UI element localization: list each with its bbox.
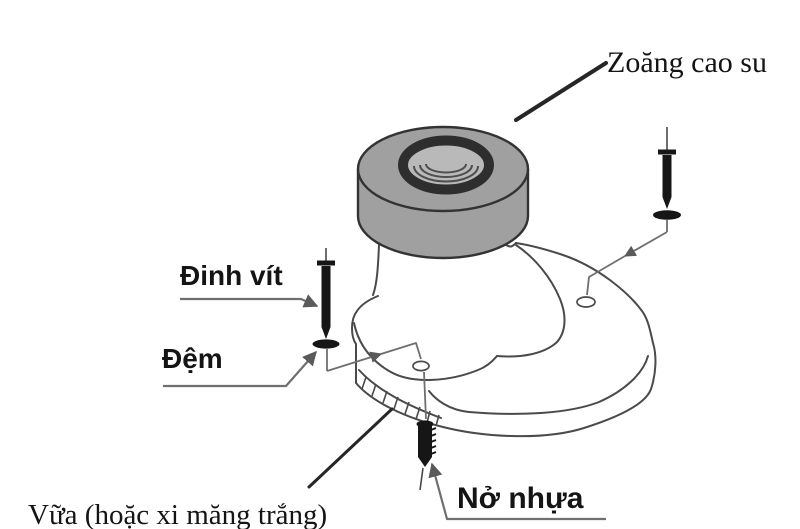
- toilet-base-outline: [351, 242, 657, 438]
- screw-right: [586, 127, 681, 296]
- washer-right: [653, 210, 681, 220]
- outlet-pipe-right-edge: [505, 242, 517, 248]
- plastic-anchor: [416, 371, 437, 491]
- mounting-hole-left: [412, 360, 430, 372]
- base-recess-curve: [496, 244, 566, 358]
- label-washer: Đệm: [162, 343, 223, 374]
- gasket-leader-line: [514, 61, 608, 122]
- anchor-body: [418, 424, 432, 467]
- label-anchor: Nở nhựa: [457, 482, 584, 515]
- anchor-leader-line: [428, 462, 606, 521]
- screw-leader-line: [180, 294, 319, 308]
- screw-left: [312, 248, 422, 372]
- mounting-hole-right: [576, 296, 596, 308]
- label-rubber-gasket: Zoăng cao su: [607, 46, 767, 79]
- base-rim-line: [428, 355, 649, 415]
- washer-left: [312, 339, 340, 349]
- screw-right-shaft: [662, 155, 672, 209]
- outlet-pipe-left-edge: [372, 244, 380, 296]
- label-screw: Đinh vít: [180, 260, 283, 291]
- mortar-hatching: [358, 369, 442, 427]
- washer-leader-line: [163, 350, 317, 388]
- mortar-leader-line: [307, 407, 394, 489]
- base-front-curve: [353, 322, 498, 381]
- rubber-gasket: [356, 125, 530, 260]
- screw-left-shaft: [321, 266, 331, 339]
- label-mortar: Vữa (hoặc xi măng trắng): [28, 499, 328, 529]
